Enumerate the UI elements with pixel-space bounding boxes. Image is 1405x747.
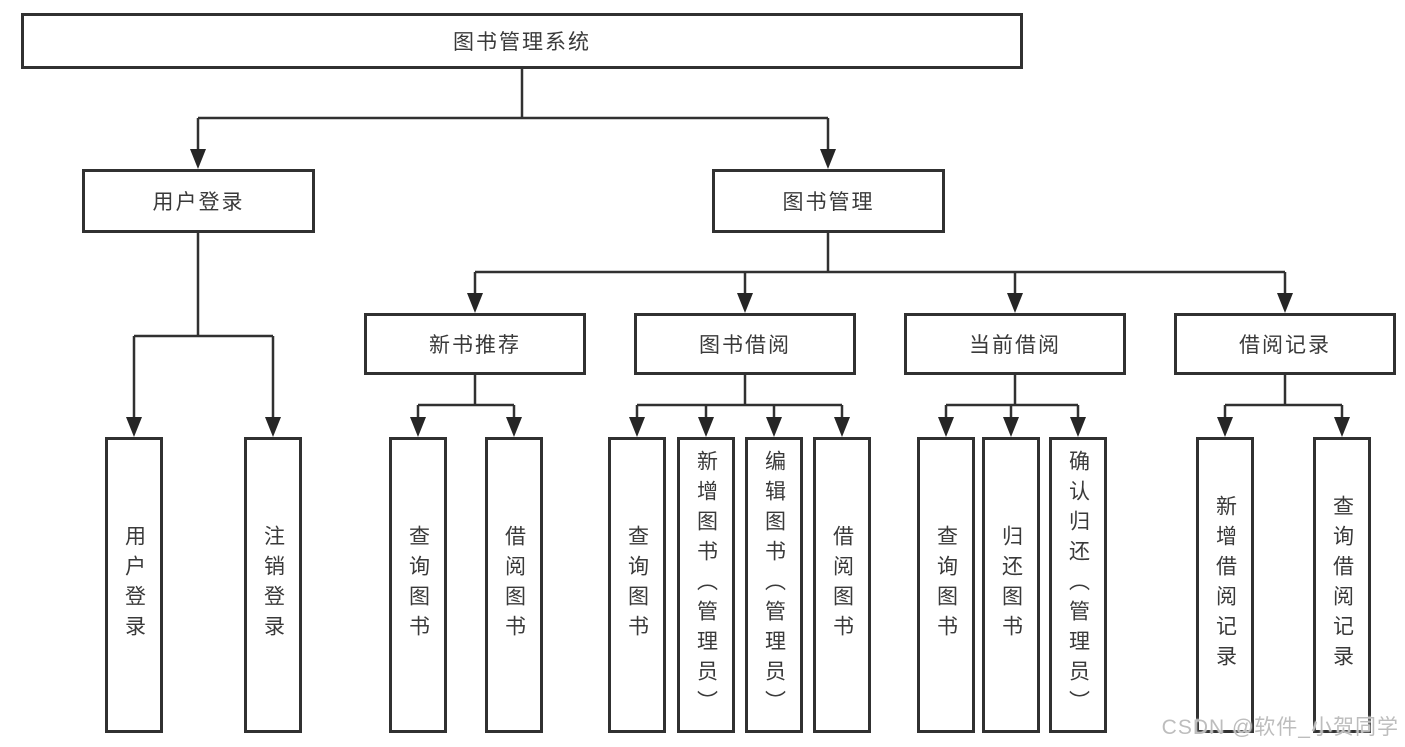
node-book-management-module: 图书管理 (712, 169, 945, 233)
leaf-confirm-return-admin: 确认归还（管理员） (1049, 437, 1107, 733)
leaf-add-borrow-record: 新增借阅记录 (1196, 437, 1254, 733)
connector-strokes (132, 69, 1344, 419)
leaf-return-book: 归还图书 (982, 437, 1040, 733)
leaf-query-books-borrow: 查询图书 (608, 437, 666, 733)
node-book-borrow: 图书借阅 (634, 313, 856, 375)
leaf-logout: 注销登录 (244, 437, 302, 733)
arrow-down-icons (126, 149, 1350, 437)
watermark: CSDN @软件_小贺同学 (1161, 716, 1399, 739)
node-borrow-records: 借阅记录 (1174, 313, 1396, 375)
leaf-borrow-books: 借阅图书 (813, 437, 871, 733)
node-current-borrow: 当前借阅 (904, 313, 1126, 375)
leaf-add-book-admin: 新增图书（管理员） (677, 437, 735, 733)
leaf-borrow-books-recommend: 借阅图书 (485, 437, 543, 733)
leaf-user-login: 用户登录 (105, 437, 163, 733)
leaf-edit-book-admin: 编辑图书（管理员） (745, 437, 803, 733)
leaf-query-books-recommend: 查询图书 (389, 437, 447, 733)
leaf-query-books-current: 查询图书 (917, 437, 975, 733)
node-user-login-module: 用户登录 (82, 169, 315, 233)
node-new-book-recommend: 新书推荐 (364, 313, 586, 375)
leaf-query-borrow-record: 查询借阅记录 (1313, 437, 1371, 733)
node-system-root: 图书管理系统 (21, 13, 1023, 69)
